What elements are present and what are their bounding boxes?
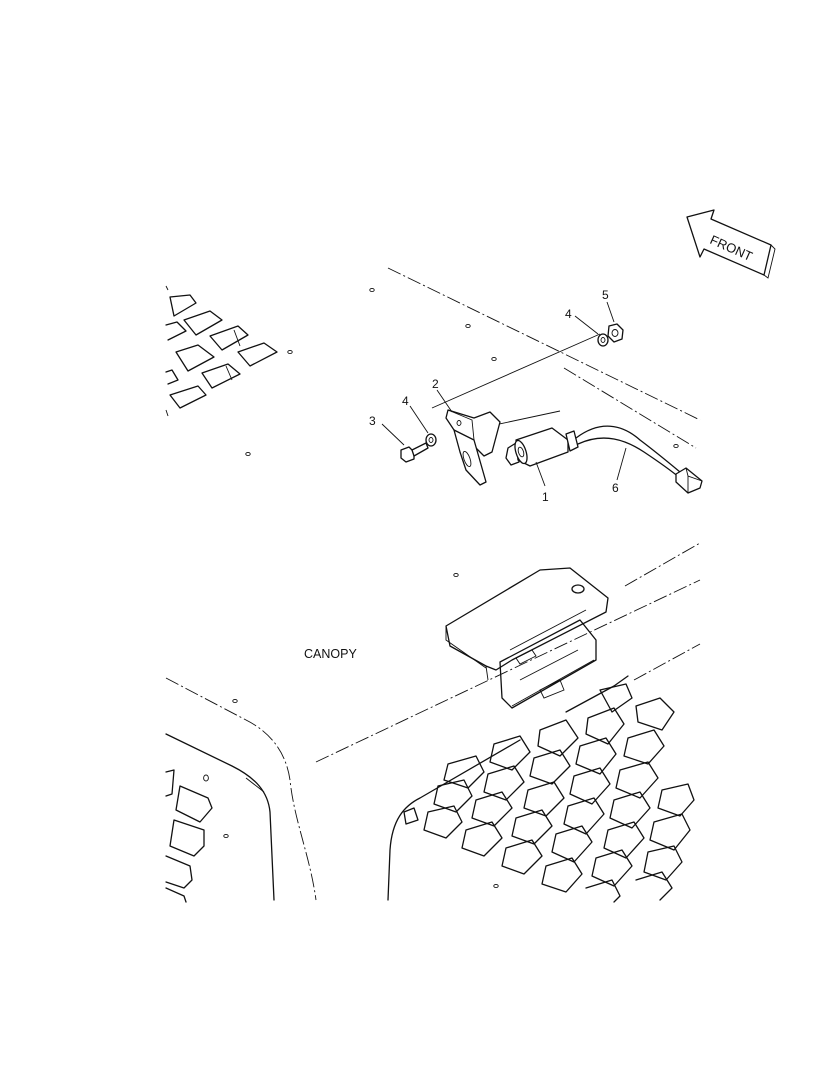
bracket <box>445 409 501 486</box>
callout-2: 2 <box>432 377 439 391</box>
canopy-label: CANOPY <box>304 647 357 661</box>
callout-4-upper: 4 <box>565 307 572 321</box>
callout-3: 3 <box>369 414 376 428</box>
switch <box>505 427 579 467</box>
upper-left-grille <box>165 285 278 417</box>
washer-upper <box>597 333 609 347</box>
callouts: 1 2 3 4 4 5 6 <box>369 288 619 504</box>
mounting-holes <box>203 287 679 889</box>
canopy-roof <box>165 542 701 901</box>
wire-harness <box>575 425 703 494</box>
leader-lines <box>381 301 627 487</box>
callout-4-lower: 4 <box>402 394 409 408</box>
lower-left-panel <box>165 733 275 903</box>
washer-lower <box>425 433 437 447</box>
callout-1: 1 <box>542 490 549 504</box>
nut <box>607 323 624 343</box>
lower-right-grille <box>387 643 701 903</box>
callout-6: 6 <box>612 481 619 495</box>
bolt <box>400 442 429 463</box>
roof-centerlines <box>387 267 701 449</box>
front-arrow: FRONT <box>686 209 776 279</box>
callout-5: 5 <box>602 288 609 302</box>
